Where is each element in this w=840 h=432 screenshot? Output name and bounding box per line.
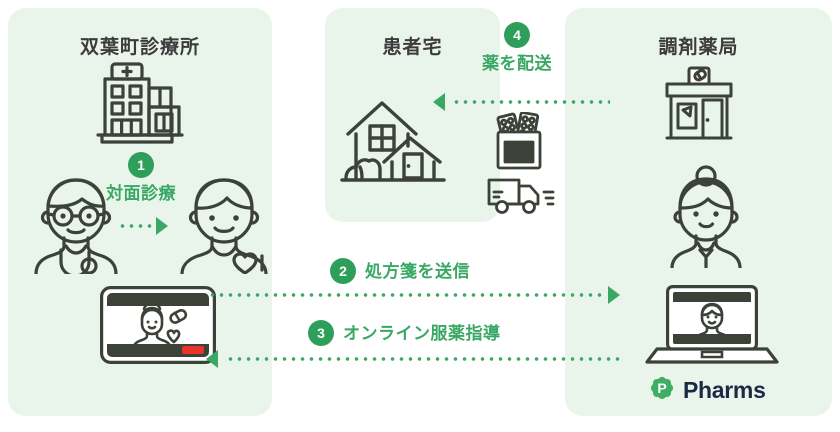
- step-2-badge: 2: [330, 258, 356, 284]
- pharms-wordmark: Pharms: [683, 377, 766, 403]
- tablet-video-call-icon[interactable]: [100, 286, 216, 364]
- step-2-label: 処方箋を送信: [365, 261, 470, 281]
- connector-arrow-step-1: [156, 217, 168, 235]
- step-4: 4 薬を配送: [472, 22, 562, 72]
- step-2: 2 処方箋を送信: [330, 258, 470, 284]
- pharmacy-storefront-icon: [663, 66, 735, 144]
- pharms-mark-icon: P: [648, 374, 676, 407]
- medicine-bag-icon: [488, 112, 550, 170]
- connector-dots-step-1: [118, 224, 154, 228]
- doctor-icon: [26, 168, 126, 274]
- pharms-mark-letter: P: [657, 380, 666, 396]
- step-1-label: 対面診療: [106, 184, 176, 203]
- connector-arrow-step-3: [206, 350, 218, 368]
- panel-patient-home-title: 患者宅: [382, 37, 443, 58]
- connector-arrow-step-4: [433, 93, 445, 111]
- connector-dots-step-3: [226, 357, 620, 361]
- step-1-badge: 1: [128, 152, 154, 178]
- step-3-badge: 3: [308, 320, 334, 346]
- step-1: 1 対面診療: [96, 152, 186, 202]
- step-3-label: オンライン服薬指導: [343, 323, 501, 343]
- panel-patient-home: 患者宅: [325, 8, 500, 222]
- step-3: 3 オンライン服薬指導: [308, 320, 501, 346]
- laptop-video-call-icon[interactable]: [645, 285, 779, 367]
- pharms-logo: P Pharms: [648, 374, 766, 407]
- pharmacist-icon: [663, 164, 749, 268]
- connector-dots-step-2: [208, 293, 606, 297]
- connector-dots-step-4: [452, 100, 610, 104]
- patient-icon: [174, 168, 274, 274]
- panel-clinic-title: 双葉町診療所: [79, 37, 200, 58]
- delivery-truck-icon: [484, 172, 556, 216]
- panel-pharmacy-title: 調剤薬局: [658, 37, 739, 58]
- step-4-label: 薬を配送: [482, 54, 552, 73]
- house-icon: [340, 92, 446, 188]
- connector-arrow-step-2: [608, 286, 620, 304]
- step-4-badge: 4: [504, 22, 530, 48]
- hospital-building-icon: [92, 60, 188, 148]
